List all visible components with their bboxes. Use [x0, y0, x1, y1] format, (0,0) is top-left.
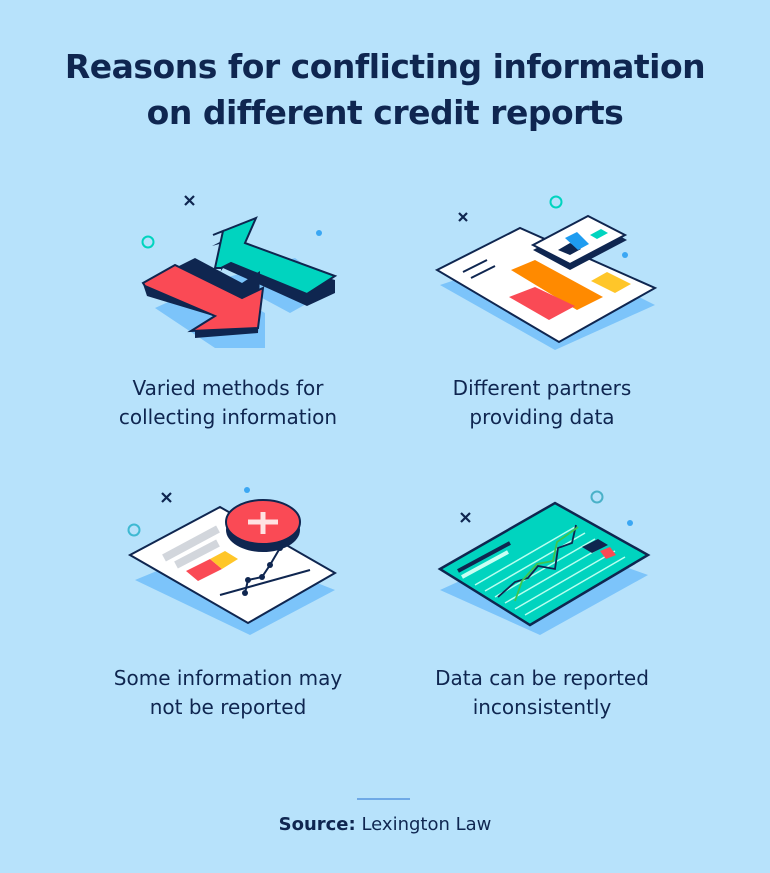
source-credit: Source: Lexington Law: [0, 814, 770, 835]
source-value: Lexington Law: [361, 814, 492, 835]
item-2-caption: Different partners providing data: [452, 376, 632, 429]
title-line-1: Reasons for conflicting information: [64, 47, 706, 86]
item-1-caption: Varied methods for collecting informatio…: [118, 376, 338, 429]
bar-chart-documents-icon: [434, 195, 658, 350]
item-3-caption: Some information may not be reported: [113, 666, 343, 719]
opposing-arrows-icon: [141, 195, 338, 348]
document-with-plus-badge-icon: [127, 487, 338, 635]
divider: [357, 798, 410, 800]
page-title: Reasons for conflicting information on d…: [0, 44, 770, 136]
item-4-caption: Data can be reported inconsistently: [435, 666, 649, 719]
teal-line-chart-card-icon: [437, 490, 651, 635]
title-line-2: on different credit reports: [146, 93, 624, 132]
source-label: Source:: [278, 814, 356, 835]
